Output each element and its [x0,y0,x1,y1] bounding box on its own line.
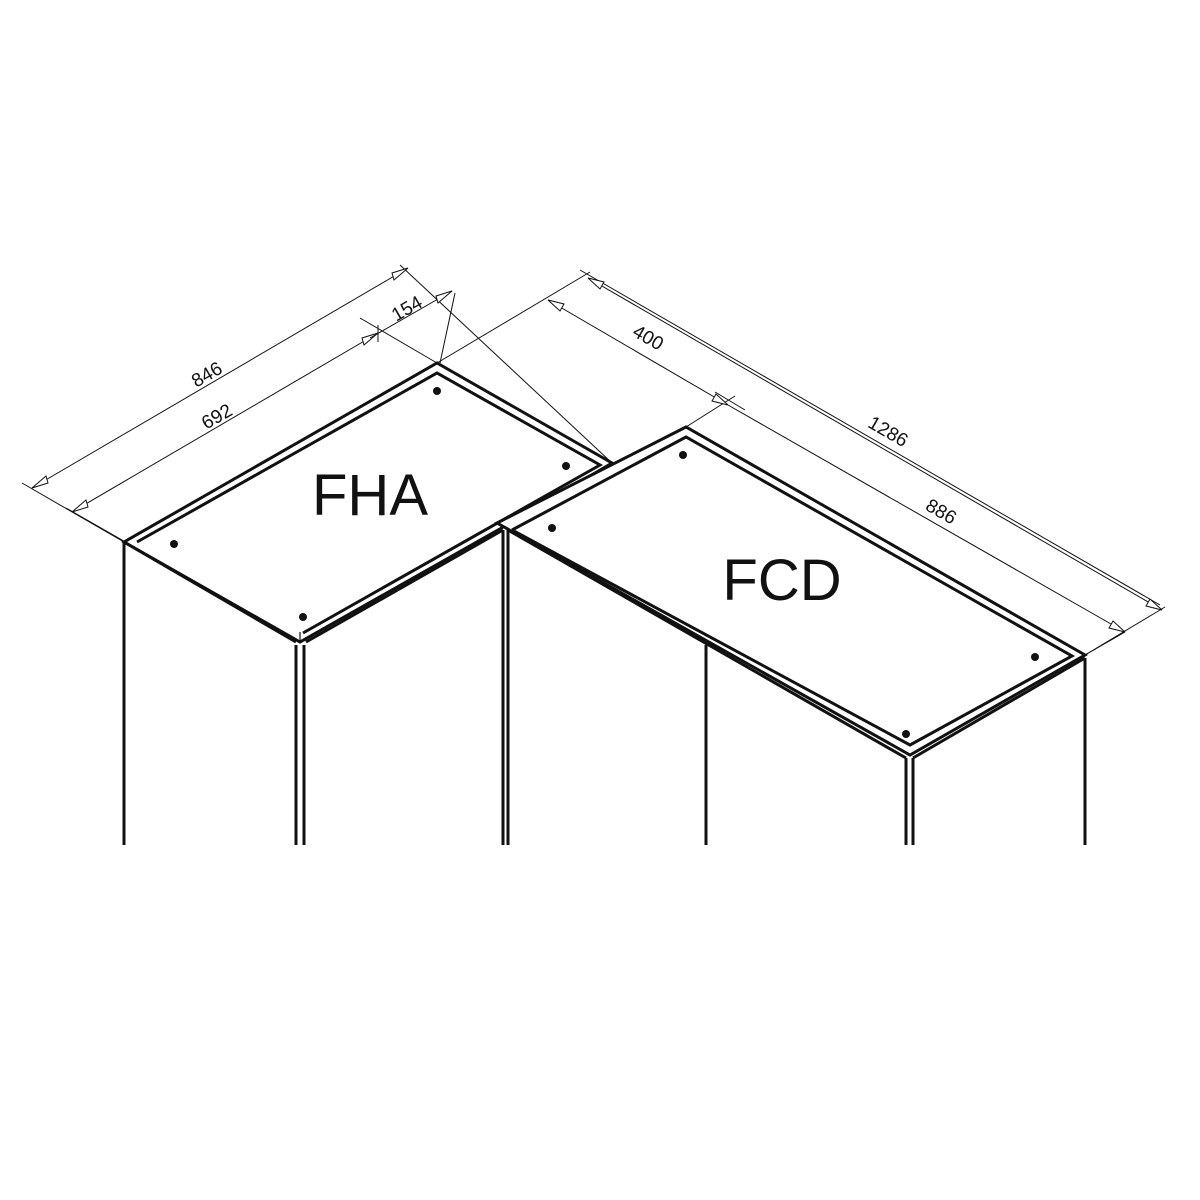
fcd-screw [548,524,556,532]
dimension-line-692 [71,332,379,513]
fha-front-top-edge [123,540,297,644]
arrow [547,299,565,312]
fha-screw [299,613,307,621]
fha-label: FHA [312,463,428,528]
arrow [1108,620,1126,633]
dim-label-154: 154 [388,292,426,326]
arrow [71,499,89,513]
extension-line [579,269,1161,606]
dimension-tick [714,391,746,411]
fcd-screw [1031,653,1039,661]
arrow [435,290,453,304]
fha-side-top-edge [305,528,504,644]
arrow [587,277,605,290]
dim-label-1286: 1286 [864,413,911,452]
arrow [31,475,49,489]
dim-label-846: 846 [188,358,226,392]
fcd-top-inner-edge [511,435,1076,747]
extension-line [399,264,613,464]
fcd-label: FCD [722,548,841,613]
dimension-line-846 [31,267,409,489]
fha-top-inner-edge [136,371,604,635]
fha-screw [562,462,570,470]
arrow [711,393,729,406]
dimension-line-400 [547,299,729,406]
extension-line [436,271,591,364]
extension-line [359,317,438,364]
fcd-front-top-edge [507,528,907,760]
dimension-line-1286 [587,277,1163,611]
dim-label-692: 692 [198,400,236,434]
extension-line [685,395,736,428]
extension-line [65,507,301,643]
cabinet-vertical-edges [122,530,1087,845]
extension-line [439,292,456,364]
fcd-screw [679,451,687,459]
fha-screw [170,540,178,548]
fcd-side-top-edge [912,656,1086,760]
extension-line [1084,631,1126,656]
fcd-screw [902,730,910,738]
arrow [1145,598,1163,611]
dimension-line-886 [727,404,1126,633]
fcd-cabinet-top: FCD [493,425,1089,760]
arrow [391,267,409,281]
fha-screw [433,387,441,395]
dim-label-886: 886 [922,495,960,529]
